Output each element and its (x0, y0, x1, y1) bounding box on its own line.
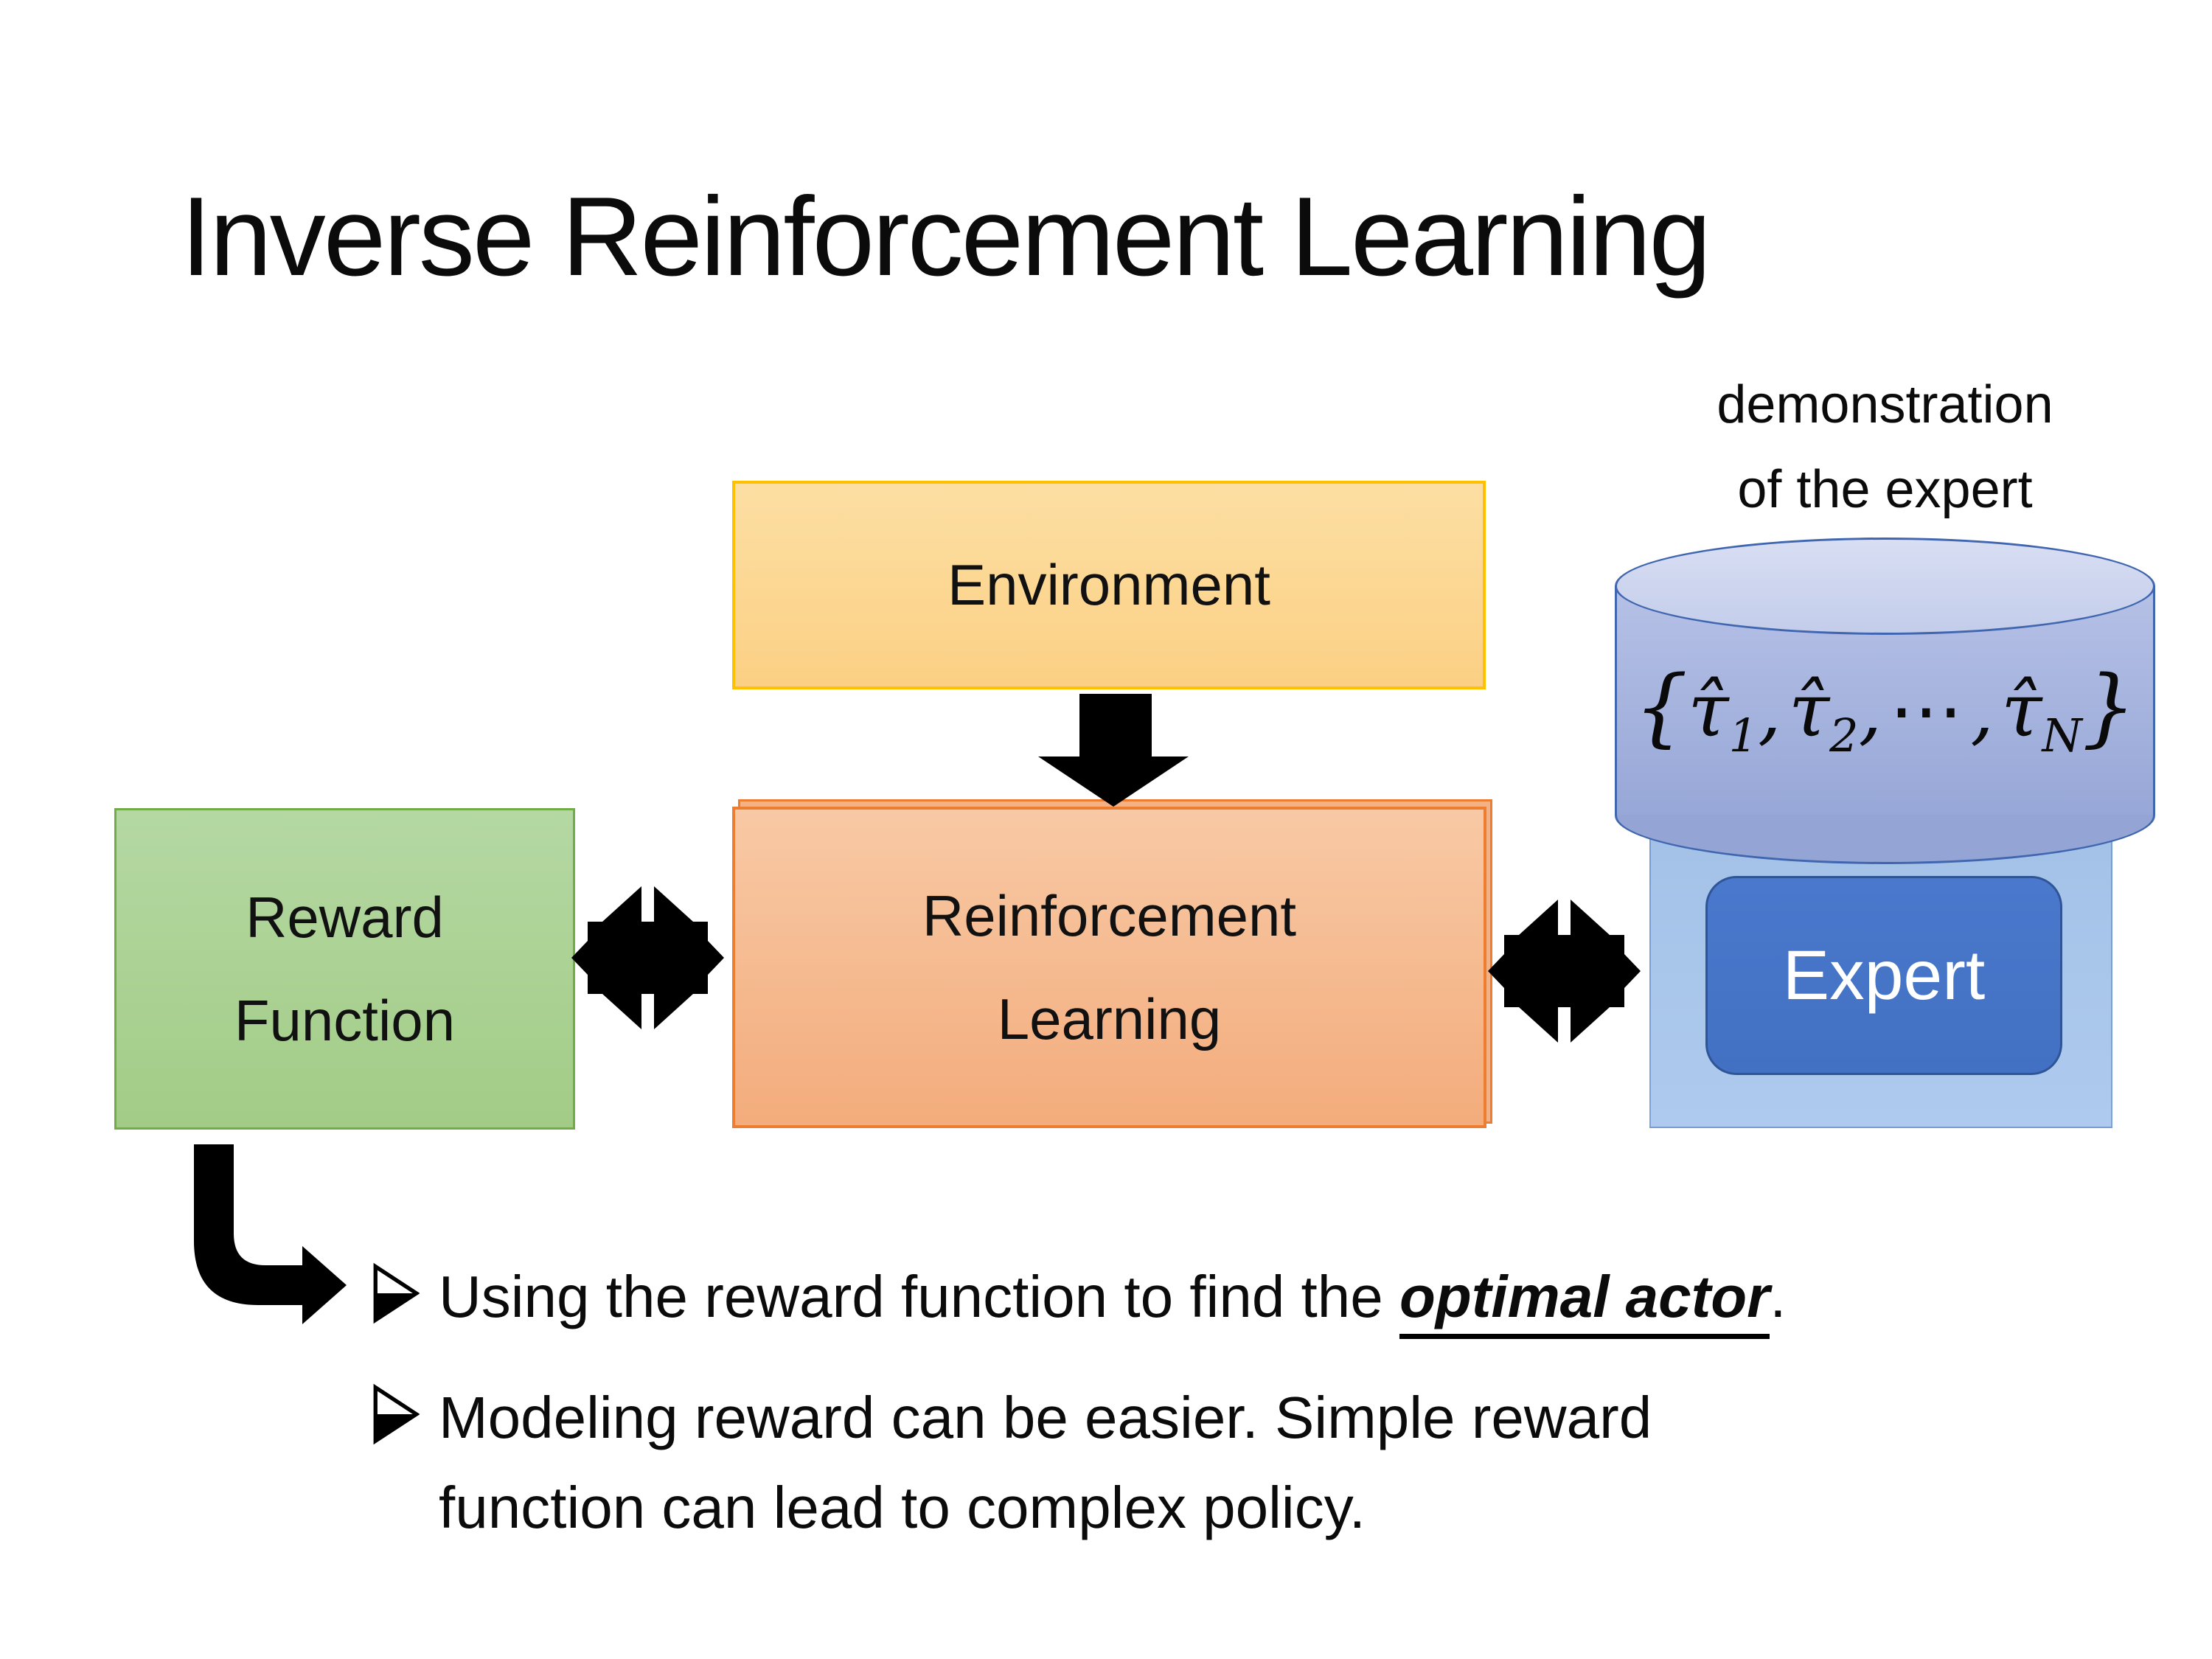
reward-function-label: Reward Function (234, 884, 456, 1053)
exchange-arrow-rl-expert (1488, 900, 1641, 1043)
expert-label: Expert (1782, 936, 1986, 1015)
arrowhead-bullet-icon (373, 1262, 420, 1324)
environment-label: Environment (947, 552, 1270, 618)
reinforcement-learning-box: Reinforcement Learning (732, 807, 1486, 1128)
exchange-arrow-reward-rl (571, 886, 724, 1029)
page-title: Inverse Reinforcement Learning (181, 174, 1711, 299)
environment-box: Environment (732, 481, 1486, 689)
database-cylinder-top (1615, 538, 2155, 635)
reward-function-box: Reward Function (114, 808, 575, 1130)
bullet-item-2: Modeling reward can be easier. Simple re… (372, 1373, 2127, 1552)
trajectory-set-formula: {τ̂1, τ̂2, ⋯ , τ̂N} (1634, 658, 2136, 762)
bullet-item-1: Using the reward function to find the op… (372, 1252, 2127, 1342)
optimal-actor-emphasis: optimal actor (1399, 1264, 1770, 1339)
arrowhead-bullet-icon (373, 1383, 420, 1445)
expert-box: Expert (1705, 876, 2062, 1075)
demonstration-caption-line1: demonstration (1717, 375, 2053, 434)
demonstration-caption-line2: of the expert (1737, 460, 2033, 520)
down-arrow-environment-to-rl (1038, 694, 1189, 807)
bullet-2-text: Modeling reward can be easier. Simple re… (439, 1385, 1652, 1540)
demonstration-caption: demonstration of the expert (1585, 363, 2185, 532)
reinforcement-learning-label: Reinforcement Learning (922, 883, 1297, 1051)
bullet-1-text: Using the reward function to find the op… (439, 1252, 1787, 1342)
elbow-arrow-reward-to-bullets (194, 1144, 347, 1324)
